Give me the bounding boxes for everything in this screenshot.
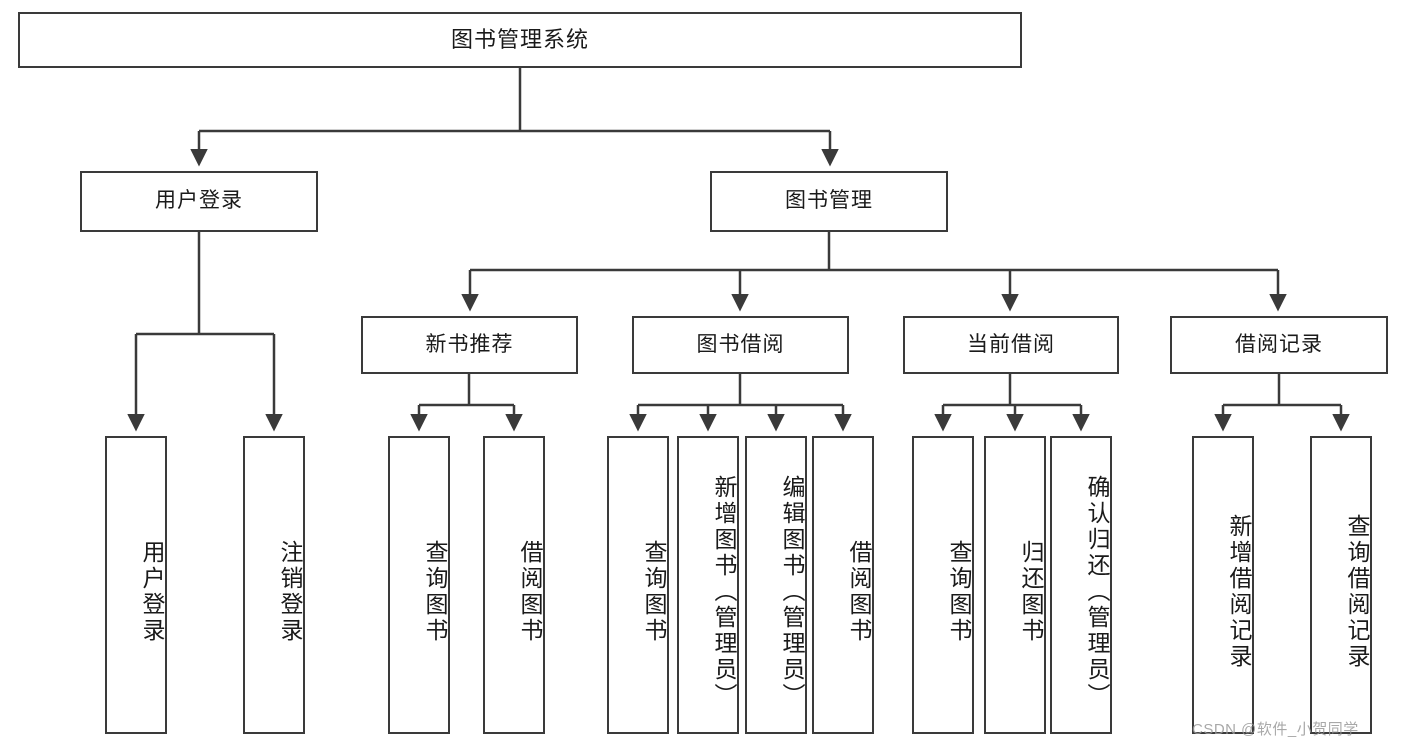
node-leaf-user-login-label: 用户登录 — [139, 540, 165, 644]
node-borrow-record[interactable]: 借阅记录 — [1170, 316, 1388, 374]
node-book-manage[interactable]: 图书管理 — [710, 171, 948, 232]
node-book-borrow-label: 图书借阅 — [696, 332, 785, 356]
node-leaf-query-book-2-label: 查询图书 — [641, 540, 667, 644]
node-leaf-query-record[interactable]: 查询借阅记录 — [1310, 436, 1372, 734]
node-leaf-borrow-book-2[interactable]: 借阅图书 — [812, 436, 874, 734]
node-leaf-return-book-label: 归还图书 — [1018, 540, 1044, 644]
node-leaf-user-login[interactable]: 用户登录 — [105, 436, 167, 734]
node-leaf-confirm-return[interactable]: 确认归还（管理员） — [1050, 436, 1112, 734]
node-leaf-query-record-label: 查询借阅记录 — [1344, 514, 1370, 670]
node-leaf-add-record[interactable]: 新增借阅记录 — [1192, 436, 1254, 734]
node-current-borrow[interactable]: 当前借阅 — [903, 316, 1119, 374]
node-book-manage-label: 图书管理 — [785, 189, 873, 213]
node-user-login[interactable]: 用户登录 — [80, 171, 318, 232]
node-leaf-user-logout[interactable]: 注销登录 — [243, 436, 305, 734]
node-leaf-add-book[interactable]: 新增图书（管理员） — [677, 436, 739, 734]
node-book-borrow[interactable]: 图书借阅 — [632, 316, 849, 374]
node-leaf-edit-book[interactable]: 编辑图书（管理员） — [745, 436, 807, 734]
node-leaf-add-record-label: 新增借阅记录 — [1226, 514, 1252, 670]
watermark: CSDN @软件_小贺同学 — [1192, 721, 1359, 738]
node-leaf-borrow-book-2-label: 借阅图书 — [846, 540, 872, 644]
node-new-book-rec-label: 新书推荐 — [425, 332, 514, 356]
node-new-book-rec[interactable]: 新书推荐 — [361, 316, 578, 374]
node-leaf-borrow-book-1-label: 借阅图书 — [517, 540, 543, 644]
node-root-label: 图书管理系统 — [450, 27, 589, 53]
node-root[interactable]: 图书管理系统 — [18, 12, 1022, 68]
node-borrow-record-label: 借阅记录 — [1235, 332, 1323, 356]
node-leaf-confirm-return-label: 确认归还（管理员） — [1084, 475, 1110, 709]
node-leaf-query-book-2[interactable]: 查询图书 — [607, 436, 669, 734]
node-user-login-label: 用户登录 — [155, 189, 243, 213]
node-leaf-return-book[interactable]: 归还图书 — [984, 436, 1046, 734]
node-leaf-user-logout-label: 注销登录 — [277, 540, 303, 644]
node-leaf-query-book-1-label: 查询图书 — [422, 540, 448, 644]
node-leaf-borrow-book-1[interactable]: 借阅图书 — [483, 436, 545, 734]
node-leaf-query-book-3[interactable]: 查询图书 — [912, 436, 974, 734]
node-leaf-add-book-label: 新增图书（管理员） — [711, 475, 737, 709]
node-leaf-edit-book-label: 编辑图书（管理员） — [779, 475, 805, 709]
node-leaf-query-book-1[interactable]: 查询图书 — [388, 436, 450, 734]
node-leaf-query-book-3-label: 查询图书 — [946, 540, 972, 644]
node-current-borrow-label: 当前借阅 — [967, 332, 1055, 356]
